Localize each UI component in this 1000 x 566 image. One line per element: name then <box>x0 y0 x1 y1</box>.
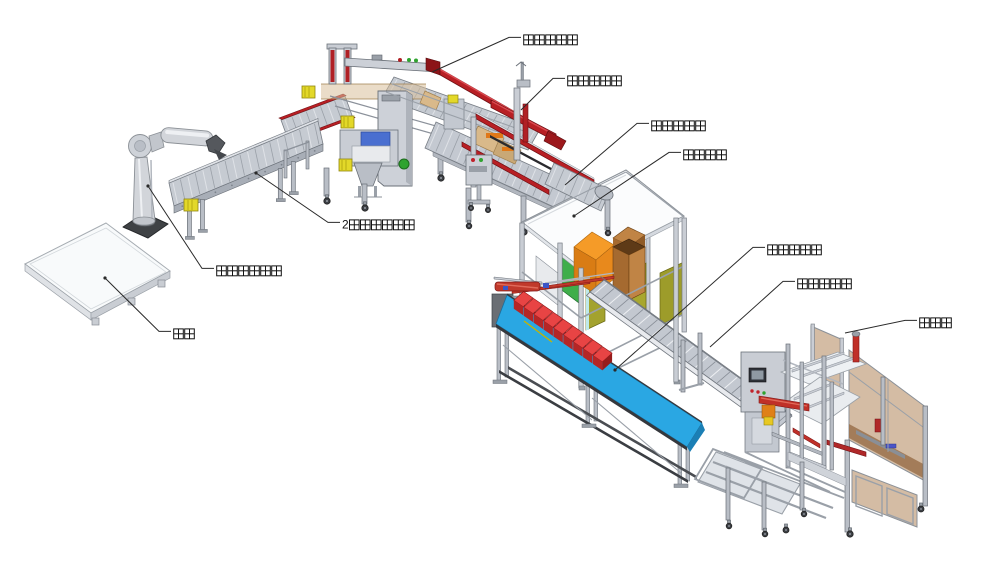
svg-text:2: 2 <box>342 218 349 232</box>
